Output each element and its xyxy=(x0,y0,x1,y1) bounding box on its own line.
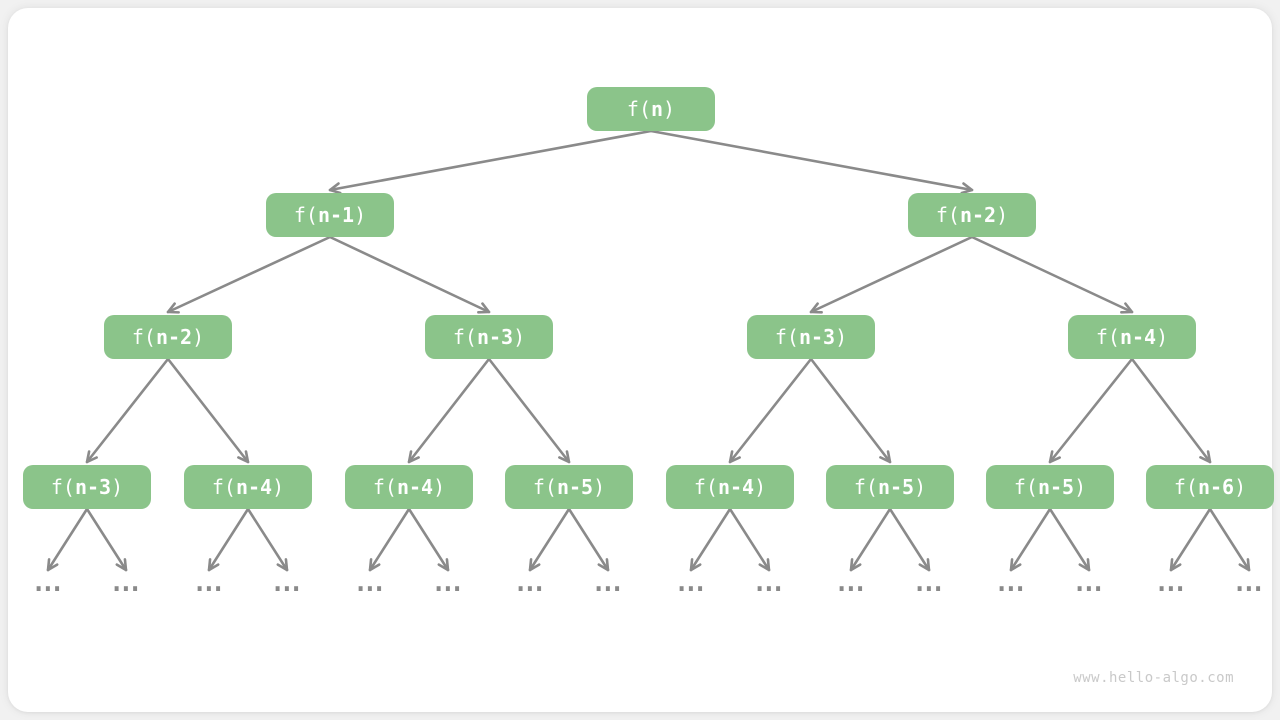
label-suffix: ) xyxy=(433,475,446,499)
edge-arrow xyxy=(328,235,491,314)
watermark: www.hello-algo.com xyxy=(1073,670,1234,686)
label-suffix: ) xyxy=(663,97,676,121)
label-prefix: f( xyxy=(293,203,318,227)
edge-arrow xyxy=(809,357,892,464)
edge-arrow xyxy=(728,357,813,464)
edge-arrow xyxy=(1048,357,1134,464)
label-prefix: f( xyxy=(131,325,156,349)
label-prefix: f( xyxy=(211,475,236,499)
leaf-ellipsis: ... xyxy=(1152,561,1190,599)
label-prefix: f( xyxy=(1013,475,1038,499)
tree-node-f-n-1: f(n-1) xyxy=(266,193,394,237)
label-suffix: ) xyxy=(593,475,606,499)
leaf-ellipsis: ... xyxy=(190,561,228,599)
label-suffix: ) xyxy=(354,203,367,227)
tree-node-f-n-3: f(n-3) xyxy=(23,465,151,509)
label-argument: n-1 xyxy=(317,203,355,227)
label-prefix: f( xyxy=(626,97,651,121)
leaf-ellipsis: ... xyxy=(107,561,145,599)
edge-arrow xyxy=(649,129,974,195)
tree-node-f-n-5: f(n-5) xyxy=(826,465,954,509)
edge-arrow xyxy=(1130,357,1212,464)
leaf-ellipsis: ... xyxy=(832,561,870,599)
leaf-ellipsis: ... xyxy=(992,561,1030,599)
edge-arrow xyxy=(166,357,250,464)
edge-arrow xyxy=(809,235,974,314)
label-suffix: ) xyxy=(513,325,526,349)
edge-arrow xyxy=(970,235,1134,314)
label-suffix: ) xyxy=(1234,475,1247,499)
label-argument: n-5 xyxy=(1037,475,1075,499)
label-argument: n-5 xyxy=(877,475,915,499)
tree-node-f-n-5: f(n-5) xyxy=(986,465,1114,509)
label-argument: n-6 xyxy=(1197,475,1235,499)
label-suffix: ) xyxy=(754,475,767,499)
label-suffix: ) xyxy=(1074,475,1087,499)
label-argument: n-5 xyxy=(556,475,594,499)
tree-node-f-n-2: f(n-2) xyxy=(908,193,1036,237)
leaf-ellipsis: ... xyxy=(511,561,549,599)
label-prefix: f( xyxy=(452,325,477,349)
label-argument: n-4 xyxy=(235,475,273,499)
label-argument: n-3 xyxy=(798,325,836,349)
diagram-card: f(n)f(n-1)f(n-2)f(n-2)f(n-3)f(n-3)f(n-4)… xyxy=(8,8,1274,712)
label-argument: n-2 xyxy=(155,325,193,349)
tree-node-f-n-4: f(n-4) xyxy=(345,465,473,509)
tree-node-f-n: f(n) xyxy=(587,87,715,131)
leaf-ellipsis: ... xyxy=(750,561,788,599)
edge-arrow xyxy=(166,235,332,314)
label-prefix: f( xyxy=(774,325,799,349)
leaf-ellipsis: ... xyxy=(429,561,467,599)
tree-node-f-n-5: f(n-5) xyxy=(505,465,633,509)
label-suffix: ) xyxy=(192,325,205,349)
label-prefix: f( xyxy=(50,475,75,499)
label-argument: n-4 xyxy=(1119,325,1157,349)
tree-node-f-n-3: f(n-3) xyxy=(425,315,553,359)
label-prefix: f( xyxy=(1095,325,1120,349)
leaf-ellipsis: ... xyxy=(351,561,389,599)
edge-arrow xyxy=(328,129,653,195)
tree-node-f-n-4: f(n-4) xyxy=(1068,315,1196,359)
label-argument: n-4 xyxy=(396,475,434,499)
label-suffix: ) xyxy=(996,203,1009,227)
tree-node-f-n-2: f(n-2) xyxy=(104,315,232,359)
leaf-ellipsis: ... xyxy=(1230,561,1268,599)
leaf-ellipsis: ... xyxy=(1070,561,1108,599)
leaf-ellipsis: ... xyxy=(910,561,948,599)
edge-arrow xyxy=(407,357,491,464)
edge-arrow xyxy=(85,357,170,464)
label-suffix: ) xyxy=(835,325,848,349)
label-argument: n-2 xyxy=(959,203,997,227)
label-suffix: ) xyxy=(1156,325,1169,349)
label-suffix: ) xyxy=(272,475,285,499)
label-prefix: f( xyxy=(693,475,718,499)
tree-node-f-n-4: f(n-4) xyxy=(666,465,794,509)
label-prefix: f( xyxy=(935,203,960,227)
tree-node-f-n-4: f(n-4) xyxy=(184,465,312,509)
label-prefix: f( xyxy=(372,475,397,499)
label-prefix: f( xyxy=(1173,475,1198,499)
tree-node-f-n-6: f(n-6) xyxy=(1146,465,1274,509)
leaf-ellipsis: ... xyxy=(268,561,306,599)
leaf-ellipsis: ... xyxy=(29,561,67,599)
label-argument: n-4 xyxy=(717,475,755,499)
label-suffix: ) xyxy=(914,475,927,499)
leaf-ellipsis: ... xyxy=(672,561,710,599)
tree-node-f-n-3: f(n-3) xyxy=(747,315,875,359)
edge-arrow xyxy=(487,357,571,464)
label-prefix: f( xyxy=(532,475,557,499)
label-prefix: f( xyxy=(853,475,878,499)
leaf-ellipsis: ... xyxy=(589,561,627,599)
label-argument: n xyxy=(651,97,664,121)
label-suffix: ) xyxy=(111,475,124,499)
label-argument: n-3 xyxy=(74,475,112,499)
label-argument: n-3 xyxy=(476,325,514,349)
